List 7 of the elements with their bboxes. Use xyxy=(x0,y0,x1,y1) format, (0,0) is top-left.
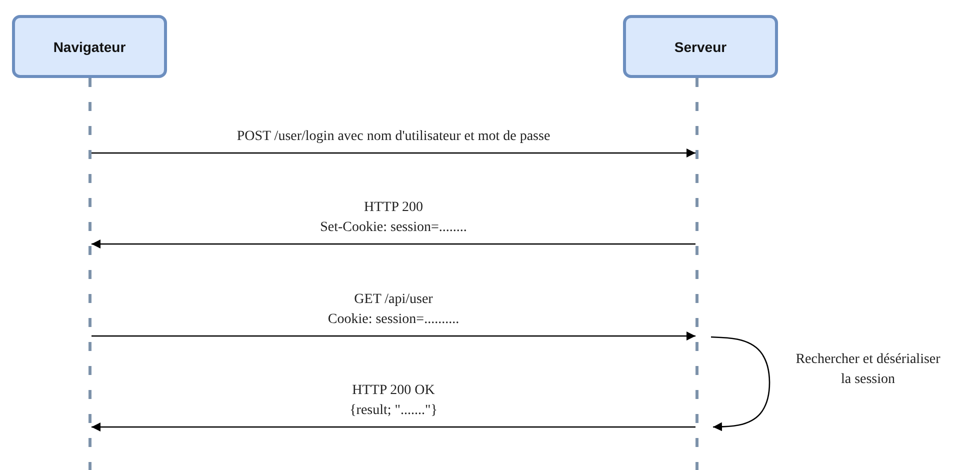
message-arrow xyxy=(92,240,696,248)
participant-box: Navigateur xyxy=(12,15,167,78)
message-arrow xyxy=(92,148,696,158)
message-arrow xyxy=(92,422,696,432)
participant-box: Serveur xyxy=(623,15,778,78)
message-arrow xyxy=(710,336,770,432)
message-arrow xyxy=(92,332,696,340)
